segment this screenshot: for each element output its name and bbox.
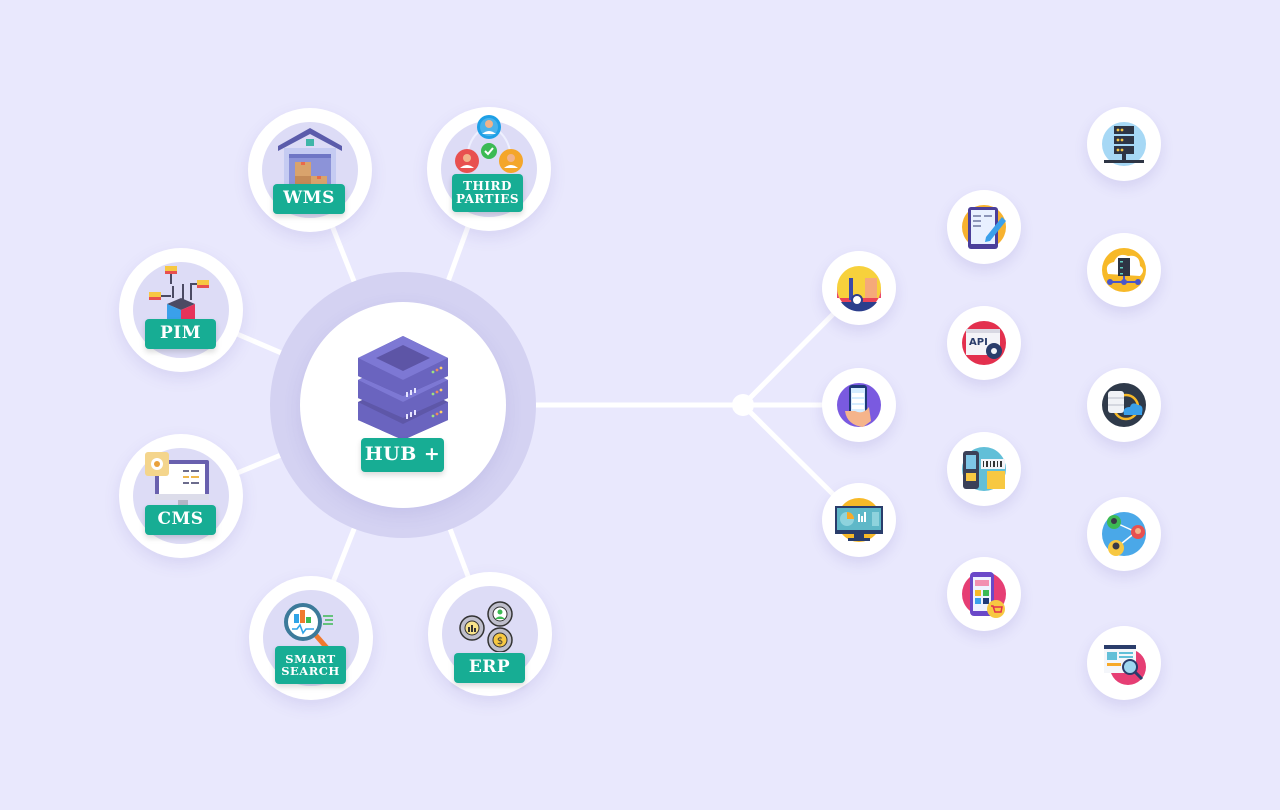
cloud-server-icon [1102, 248, 1146, 292]
node-user-network[interactable] [1087, 497, 1161, 571]
mobile-shop-cart-icon [962, 572, 1006, 618]
hub-label: HUB + [361, 438, 444, 472]
junction-dot [732, 394, 754, 416]
forklift-icon [837, 266, 881, 312]
tablet-edit-icon [962, 205, 1006, 249]
node-api[interactable]: API [947, 306, 1021, 380]
node-erp[interactable]: $ ERP [428, 572, 552, 696]
gears-finance-icon: $ [459, 601, 513, 652]
node-dashboard[interactable] [822, 483, 896, 557]
node-forklift[interactable] [822, 251, 896, 325]
user-network-icon [1102, 512, 1146, 556]
product-box-network-icon [149, 266, 209, 322]
monitor-gear-icon [145, 452, 209, 506]
database-cloud-icon [1102, 383, 1146, 427]
node-wms-label: WMS [273, 184, 345, 214]
node-cms[interactable]: CMS [119, 434, 243, 558]
node-web-search[interactable] [1087, 626, 1161, 700]
node-pim[interactable]: PIM [119, 248, 243, 372]
node-database-cloud[interactable] [1087, 368, 1161, 442]
node-mobile-app[interactable] [822, 368, 896, 442]
node-cloud-server[interactable] [1087, 233, 1161, 307]
web-search-icon [1104, 645, 1146, 685]
mobile-app-hand-icon [837, 383, 881, 427]
node-cms-label: CMS [145, 505, 216, 535]
node-mobile-shop[interactable] [947, 557, 1021, 631]
svg-text:API: API [969, 337, 988, 348]
server-stack-icon [358, 336, 448, 440]
api-gear-icon: API [962, 321, 1006, 365]
warehouse-icon [278, 128, 342, 188]
node-third-parties-label: THIRD PARTIES [452, 174, 523, 212]
node-smart-search-label: SMART SEARCH [275, 646, 346, 684]
hub-node[interactable]: HUB + [300, 302, 506, 508]
node-smart-search[interactable]: SMART SEARCH [249, 576, 373, 700]
svg-text:$: $ [497, 636, 503, 647]
node-tablet-edit[interactable] [947, 190, 1021, 264]
dashboard-monitor-icon [835, 498, 883, 542]
node-pim-label: PIM [145, 319, 216, 349]
node-barcode-scanner[interactable] [947, 432, 1021, 506]
node-server-rack[interactable] [1087, 107, 1161, 181]
server-rack-icon [1102, 122, 1146, 166]
magnifier-analytics-icon [284, 603, 333, 650]
barcode-scanner-icon [962, 447, 1006, 491]
node-erp-label: ERP [454, 653, 525, 683]
node-third-parties[interactable]: THIRD PARTIES [427, 107, 551, 231]
node-wms[interactable]: WMS [248, 108, 372, 232]
connected-users-icon [455, 115, 523, 173]
